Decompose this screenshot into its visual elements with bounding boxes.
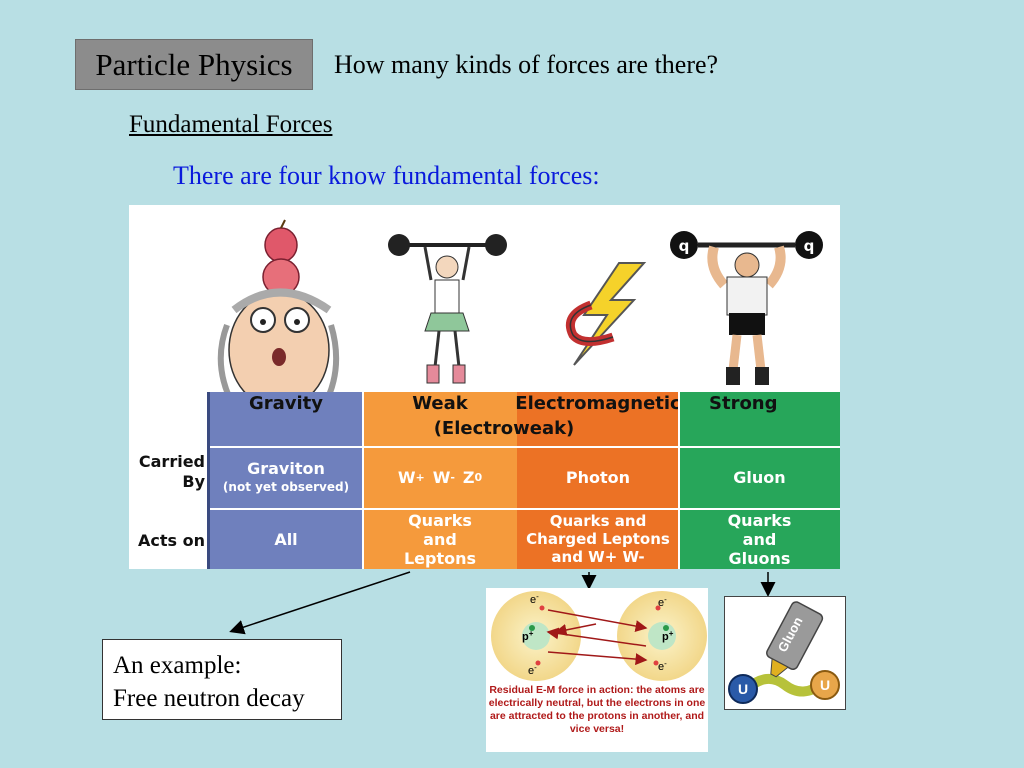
- example-box: An example: Free neutron decay: [102, 639, 342, 720]
- svg-text:p+: p+: [522, 629, 534, 643]
- em-carrier-cell: Photon: [517, 446, 679, 509]
- svg-text:U: U: [820, 677, 830, 693]
- svg-text:e-: e-: [528, 663, 537, 677]
- w-minus-sup: -: [450, 471, 455, 484]
- atoms-diagram: p+ p+ e- e- e- e-: [491, 591, 707, 681]
- svg-text:e-: e-: [658, 595, 667, 609]
- example-line-2: Free neutron decay: [113, 685, 305, 712]
- em-header: Electromagnetic: [515, 392, 681, 446]
- w-plus-sup: +: [415, 471, 425, 484]
- w-plus-symbol: W: [397, 468, 416, 487]
- weak-header: Weak: [363, 392, 517, 446]
- svg-text:U: U: [738, 681, 748, 697]
- electroweak-label: (Electroweak): [429, 416, 579, 440]
- gluon-tube-icon: U U Gluon: [728, 601, 840, 704]
- svg-text:q: q: [804, 237, 815, 255]
- strong-lifter-icon: q q: [670, 231, 823, 385]
- svg-text:e-: e-: [658, 659, 667, 673]
- section-subtitle: Fundamental Forces: [129, 111, 333, 138]
- em-acts-on: Quarks and Charged Leptons and W+ W-: [526, 512, 670, 566]
- strong-header-label: Strong: [709, 393, 778, 414]
- em-carrier: Photon: [565, 468, 631, 487]
- gluon-figure: U U Gluon: [724, 596, 846, 710]
- table-divider: [129, 508, 840, 510]
- em-caption: Residual E-M force in action: the atoms …: [488, 684, 706, 735]
- svg-text:p+: p+: [662, 629, 674, 643]
- svg-text:q: q: [679, 237, 690, 255]
- strong-acts-on: Quarks and Gluons: [727, 510, 792, 568]
- row-label-carried-by: Carried By: [138, 452, 205, 491]
- z-zero-symbol: Z: [462, 468, 475, 487]
- weak-lifter-icon: [388, 234, 507, 384]
- z-zero-sup: 0: [474, 471, 483, 484]
- strong-carrier: Gluon: [733, 468, 786, 487]
- gravity-header: Gravity: [209, 392, 363, 446]
- strong-header: Strong: [679, 392, 840, 446]
- row-label-acts-on: Acts on: [138, 531, 205, 550]
- slide-question: How many kinds of forces are there?: [334, 50, 719, 79]
- strong-acts-on-cell: Quarks and Gluons: [679, 509, 840, 569]
- gravity-header-label: Gravity: [248, 393, 324, 414]
- table-divider: [129, 446, 840, 448]
- gravity-acts-on-cell: All: [209, 509, 363, 569]
- table-divider: [207, 392, 210, 569]
- gravity-carrier: Graviton: [247, 458, 325, 478]
- weak-acts-on: Quarks and Leptons: [403, 510, 477, 568]
- weak-header-label: Weak: [412, 393, 468, 414]
- w-minus-symbol: W: [432, 468, 451, 487]
- arrow-to-example: [229, 571, 411, 635]
- slide-title: Particle Physics: [75, 39, 313, 90]
- table-divider: [678, 392, 680, 569]
- em-acts-on-cell: Quarks and Charged Leptons and W+ W-: [517, 509, 679, 569]
- table-divider: [362, 392, 364, 569]
- example-line-1: An example:: [113, 652, 242, 679]
- em-residual-figure: p+ p+ e- e- e- e- Residual E-M force in …: [486, 588, 708, 752]
- gravity-carrier-cell: Graviton (not yet observed): [209, 446, 363, 509]
- forces-illustration: q q Gravity Weak Electromagnetic Strong …: [129, 205, 840, 569]
- electroweak-text: (Electroweak): [433, 417, 575, 439]
- weak-acts-on-cell: Quarks and Leptons: [363, 509, 517, 569]
- em-header-label: Electromagnetic: [515, 393, 681, 414]
- strong-carrier-cell: Gluon: [679, 446, 840, 509]
- magnet-lightning-icon: [565, 262, 647, 366]
- svg-text:e-: e-: [530, 592, 539, 606]
- gravity-carrier-note: (not yet observed): [222, 479, 350, 494]
- intro-text: There are four know fundamental forces:: [173, 161, 600, 190]
- gravity-acts-on: All: [274, 529, 298, 549]
